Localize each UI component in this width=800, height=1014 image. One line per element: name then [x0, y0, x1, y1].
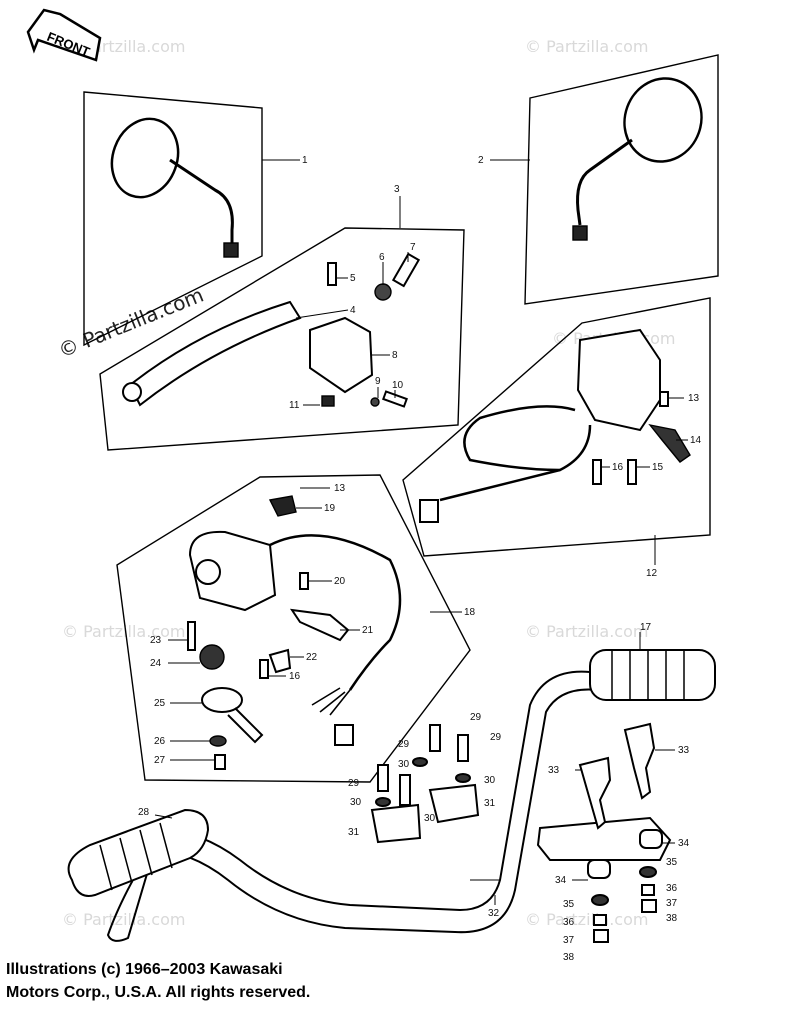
watermark-text: © Partzilla.com [525, 37, 648, 56]
part-label: 26 [154, 736, 166, 747]
part-label: 18 [464, 607, 476, 618]
part-label: 15 [652, 462, 664, 473]
handlebar-clamps [370, 722, 672, 943]
part-label: 35 [563, 899, 575, 910]
part-label: 9 [375, 376, 381, 387]
part-label: 22 [306, 652, 318, 663]
part-label: 1 [302, 155, 308, 166]
part-label: 32 [488, 908, 500, 919]
part-label: 5 [350, 273, 356, 284]
part-label: 34 [555, 875, 567, 886]
part-label: 37 [666, 898, 678, 909]
part-label: 11 [289, 400, 300, 411]
clutch-lever-group [99, 227, 465, 451]
part-label: 29 [398, 739, 410, 750]
part-label: 33 [678, 745, 690, 756]
part-label: 6 [379, 252, 385, 263]
part-label: 13 [688, 393, 700, 404]
part-label: 30 [398, 759, 410, 770]
copyright-line-2: Motors Corp., U.S.A. All rights reserved… [6, 984, 311, 1001]
part-label: 35 [666, 857, 678, 868]
copyright-notice: Illustrations (c) 1966–2003 Kawasaki Mot… [6, 958, 426, 1004]
part-label: 12 [646, 568, 658, 579]
right-switch-group [402, 297, 711, 557]
part-label: 30 [484, 775, 496, 786]
part-label: 38 [666, 913, 678, 924]
watermark-text: © Partzilla.com [525, 622, 648, 641]
part-label: 29 [490, 732, 502, 743]
part-label: 27 [154, 755, 166, 766]
watermarks: © Partzilla.com © Partzilla.com © Partzi… [55, 37, 676, 929]
left-grip [67, 808, 210, 897]
part-label: 21 [362, 625, 374, 636]
part-label: 4 [350, 305, 356, 316]
part-label: 38 [563, 952, 575, 963]
part-label: 37 [563, 935, 575, 946]
part-label: 24 [150, 658, 162, 669]
watermark-text: © Partzilla.com [525, 910, 648, 929]
part-label: 3 [394, 184, 400, 195]
part-label: 29 [348, 778, 360, 789]
part-label: 10 [392, 380, 404, 391]
part-label: 16 [612, 462, 624, 473]
part-label: 13 [334, 483, 346, 494]
part-labels: 1 2 3 4 5 6 7 8 9 10 11 12 13 14 15 16 1… [138, 155, 702, 963]
part-label: 23 [150, 635, 162, 646]
watermark-text: © Partzilla.com [62, 622, 185, 641]
part-label: 8 [392, 350, 398, 361]
part-label: 31 [484, 798, 496, 809]
part-label: 16 [289, 671, 301, 682]
part-label: 19 [324, 503, 336, 514]
part-label: 30 [424, 813, 436, 824]
part-label: 29 [470, 712, 482, 723]
part-label: 20 [334, 576, 346, 587]
left-mirror-group [83, 91, 263, 347]
right-grip [589, 649, 716, 701]
part-label: 14 [690, 435, 702, 446]
part-label: 17 [640, 622, 652, 633]
right-mirror-group [524, 54, 719, 305]
part-label: 2 [478, 155, 484, 166]
part-label: 28 [138, 807, 150, 818]
part-label: 33 [548, 765, 560, 776]
watermark-text: © Partzilla.com [62, 910, 185, 929]
part-label: 30 [350, 797, 362, 808]
part-label: 25 [154, 698, 166, 709]
leader-lines [154, 159, 688, 905]
part-label: 36 [563, 917, 575, 928]
part-label: 7 [410, 242, 416, 253]
part-label: 36 [666, 883, 678, 894]
part-label: 31 [348, 827, 360, 838]
left-switch-group [116, 474, 471, 783]
part-label: 34 [678, 838, 690, 849]
copyright-line-1: Illustrations (c) 1966–2003 Kawasaki [6, 961, 283, 978]
